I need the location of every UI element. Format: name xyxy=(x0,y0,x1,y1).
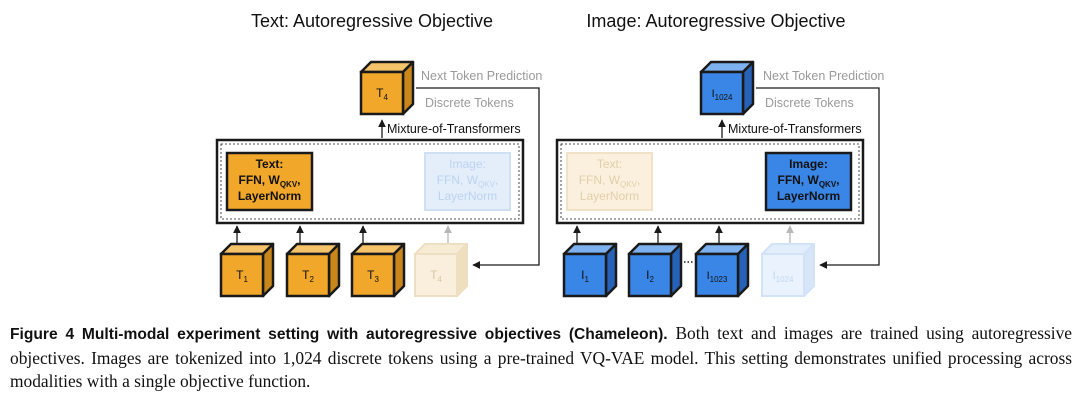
text-mot-box xyxy=(215,138,525,225)
image-next-token-label: Next Token Prediction xyxy=(763,69,884,83)
image-mot-label: Mixture-of-Transformers xyxy=(728,122,862,136)
svg-text:FFN, WQKV,: FFN, WQKV, xyxy=(777,173,839,189)
image-active-module: Image: FFN, WQKV, LayerNorm xyxy=(764,151,853,212)
image-inactive-module: Text: FFN, WQKV, LayerNorm xyxy=(566,152,653,211)
image-panel-title: Image: Autoregressive Objective xyxy=(586,11,845,31)
svg-text:Image:: Image: xyxy=(449,157,486,171)
svg-text:T4: T4 xyxy=(430,268,442,284)
svg-text:LayerNorm: LayerNorm xyxy=(238,189,301,203)
text-output-token: T4 xyxy=(359,60,415,116)
svg-text:FFN, WQKV,: FFN, WQKV, xyxy=(579,173,641,189)
image-input-token-1: I1 xyxy=(562,242,618,298)
diagram: Text: Autoregressive Objective T4 Next T… xyxy=(215,11,884,298)
svg-text:FFN, WQKV,: FFN, WQKV, xyxy=(238,173,300,189)
text-input-token-4: T4 xyxy=(414,243,468,297)
text-discrete-label: Discrete Tokens xyxy=(425,96,514,110)
text-input-token-1: T1 xyxy=(219,242,275,298)
svg-text:T2: T2 xyxy=(302,268,314,284)
svg-text:T3: T3 xyxy=(367,268,379,284)
text-panel: Text: Autoregressive Objective T4 Next T… xyxy=(215,11,542,298)
caption-lead: Figure 4 Multi-modal experiment setting … xyxy=(10,326,668,343)
text-next-token-label: Next Token Prediction xyxy=(421,69,542,83)
svg-text:I1023: I1023 xyxy=(707,270,728,284)
text-input-token-2: T2 xyxy=(285,242,341,298)
svg-text:Text:: Text: xyxy=(597,157,622,171)
svg-text:LayerNorm: LayerNorm xyxy=(438,189,497,203)
svg-text:I1024: I1024 xyxy=(712,88,733,102)
text-panel-title: Text: Autoregressive Objective xyxy=(251,11,493,31)
image-input-token-3: I1023 xyxy=(694,242,750,298)
text-mot-label: Mixture-of-Transformers xyxy=(387,122,521,136)
text-active-module: Text: FFN, WQKV, LayerNorm xyxy=(225,151,314,212)
image-output-token: I1024 xyxy=(699,60,755,116)
svg-text:LayerNorm: LayerNorm xyxy=(580,189,639,203)
svg-text:FFN, WQKV,: FFN, WQKV, xyxy=(437,173,499,189)
svg-text:LayerNorm: LayerNorm xyxy=(777,189,840,203)
image-input-token-2: I2 xyxy=(627,242,683,298)
image-discrete-label: Discrete Tokens xyxy=(765,96,854,110)
caption-body: Both text and images are trained using a… xyxy=(10,323,1073,391)
svg-text:I1024: I1024 xyxy=(773,270,794,284)
svg-text:I2: I2 xyxy=(646,268,654,284)
text-inactive-module: Image: FFN, WQKV, LayerNorm xyxy=(424,152,511,211)
svg-text:T1: T1 xyxy=(236,268,248,284)
svg-text:T4: T4 xyxy=(376,86,388,102)
svg-text:Text:: Text: xyxy=(256,157,284,171)
text-input-token-3: T3 xyxy=(350,242,406,298)
figure-caption: Figure 4 Multi-modal experiment setting … xyxy=(10,322,1072,394)
svg-text:I1: I1 xyxy=(581,268,589,284)
svg-text:Image:: Image: xyxy=(789,157,828,171)
image-mot-box xyxy=(555,138,865,225)
image-input-token-4: I1024 xyxy=(761,243,815,297)
image-panel: Image: Autoregressive Objective I1024 Ne… xyxy=(555,11,884,298)
